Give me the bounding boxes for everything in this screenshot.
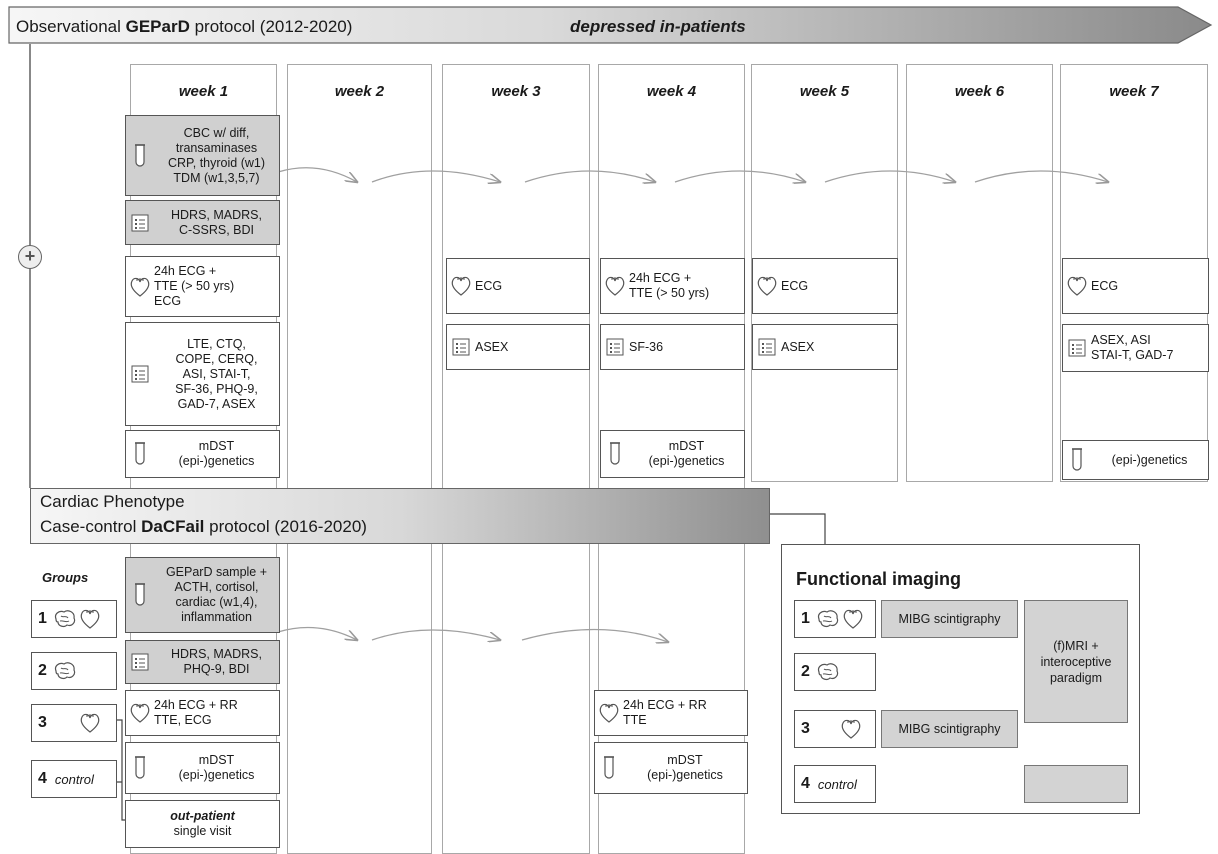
mibg-box-group3: MIBG scintigraphy [881,710,1018,748]
tube-icon [126,442,154,466]
repeat-arrow [371,170,500,182]
mdst-box-w4: mDST (epi-)genetics [600,430,745,478]
banner-title: Case-control DaCFail protocol (2016-2020… [40,517,367,536]
heart-icon [126,276,154,298]
week-header: week 7 [1109,83,1159,100]
outpatient-box: out-patient single visit [125,800,280,848]
control-imaging-box [1024,765,1128,803]
fi-group-4-box: 4 control [794,765,876,803]
cardio-box: 24h ECG + TTE (> 50 yrs) ECG [125,256,280,317]
group-1-box: 1 [31,600,117,638]
repeat-arrow [524,170,655,182]
week-header: week 3 [491,83,541,100]
dacfail-mdst-box-w4: mDST (epi-)genetics [594,742,748,794]
heart-icon [1063,275,1091,297]
week-header: week 1 [178,83,229,100]
functional-imaging-panel: Functional imaging 1 2 3 4 control MIBG … [781,544,1140,814]
heart-icon [79,608,101,630]
banner-arrow-shape [8,6,1213,44]
dacfail-protocol-banner: Cardiac Phenotype Case-control DaCFail p… [30,488,770,544]
asex-box-w5: ASEX [752,324,898,370]
tube-icon [595,756,623,780]
heart-icon [842,608,864,630]
repeat-arrow [371,629,500,640]
fmri-box: (f)MRI + interoceptive paradigm [1024,600,1128,723]
banner-subtitle: Cardiac Phenotype [40,492,185,511]
banner-title: Observational GEParD protocol (2012-2020… [16,17,353,36]
tube-icon [1063,448,1091,472]
banner-population: depressed in-patients [570,17,746,36]
group-3-box: 3 [31,704,117,742]
week-header: week 4 [646,83,697,100]
asex-box-w3: ASEX [446,324,590,370]
week-column-6: week 6 [906,64,1053,482]
checklist-icon [753,338,781,356]
brain-icon [53,661,77,681]
heart-icon [595,702,623,724]
repeat-arrow [974,170,1108,182]
connector-line [770,513,826,544]
heart-icon [447,275,475,297]
heart-icon [840,718,862,740]
week-header: week 5 [799,83,850,100]
banner-gradient [30,488,770,544]
tube-icon [126,756,154,780]
group-4-box: 4 control [31,760,117,798]
repeat-arrow [674,170,805,182]
tube-icon [601,442,629,466]
blood-tests-box: CBC w/ diff, transaminases CRP, thyroid … [125,115,280,196]
heart-icon [601,275,629,297]
questionnaires-box-w7: ASEX, ASI STAI-T, GAD-7 [1062,324,1209,372]
checklist-icon [447,338,475,356]
mibg-box-group1: MIBG scintigraphy [881,600,1018,638]
cardio-box-w4: 24h ECG + TTE (> 50 yrs) [600,258,745,314]
week-header: week 2 [334,83,385,100]
repeat-arrow [521,628,668,642]
repeat-arrow [824,170,955,182]
heart-icon [79,712,101,734]
dacfail-cardio-box: 24h ECG + RR TTE, ECG [125,690,280,736]
group-2-box: 2 [31,652,117,690]
heart-icon [126,702,154,724]
tube-icon [126,143,154,168]
questionnaires-box: LTE, CTQ, COPE, CERQ, ASI, STAI-T, SF-36… [125,322,280,426]
brain-icon [53,609,77,629]
tube-icon [126,583,154,607]
checklist-icon [126,365,154,383]
ecg-box-w7: ECG [1062,258,1209,314]
dacfail-blood-box: GEParD sample + ACTH, cortisol, cardiac … [125,557,280,633]
plus-icon[interactable]: + [18,245,42,269]
week-column-3: week 3 [442,64,590,854]
heart-icon [753,275,781,297]
mdst-box: mDST (epi-)genetics [125,430,280,478]
week-column-2: week 2 [287,64,432,854]
genetics-box-w7: (epi-)genetics [1062,440,1209,480]
ecg-box-w3: ECG [446,258,590,314]
groups-title: Groups [42,570,89,585]
brain-icon [816,662,840,682]
repeat-arrow [277,626,357,641]
dacfail-mdst-box: mDST (epi-)genetics [125,742,280,794]
checklist-icon [601,338,629,356]
panel-title: Functional imaging [796,569,961,589]
dacfail-scales-box: HDRS, MADRS, PHQ-9, BDI [125,640,280,684]
fi-group-1-box: 1 [794,600,876,638]
checklist-icon [126,214,154,232]
fi-group-3-box: 3 [794,710,876,748]
brain-icon [816,609,840,629]
repeat-arrow [277,167,357,182]
week-header: week 6 [954,83,1005,100]
dacfail-cardio-box-w4: 24h ECG + RR TTE [594,690,748,736]
sf36-box-w4: SF-36 [600,324,745,370]
checklist-icon [126,653,154,671]
checklist-icon [1063,339,1091,357]
fi-group-2-box: 2 [794,653,876,691]
ecg-box-w5: ECG [752,258,898,314]
geopard-protocol-banner: Observational GEParD protocol (2012-2020… [8,6,1213,44]
rating-scales-box: HDRS, MADRS, C-SSRS, BDI [125,200,280,245]
